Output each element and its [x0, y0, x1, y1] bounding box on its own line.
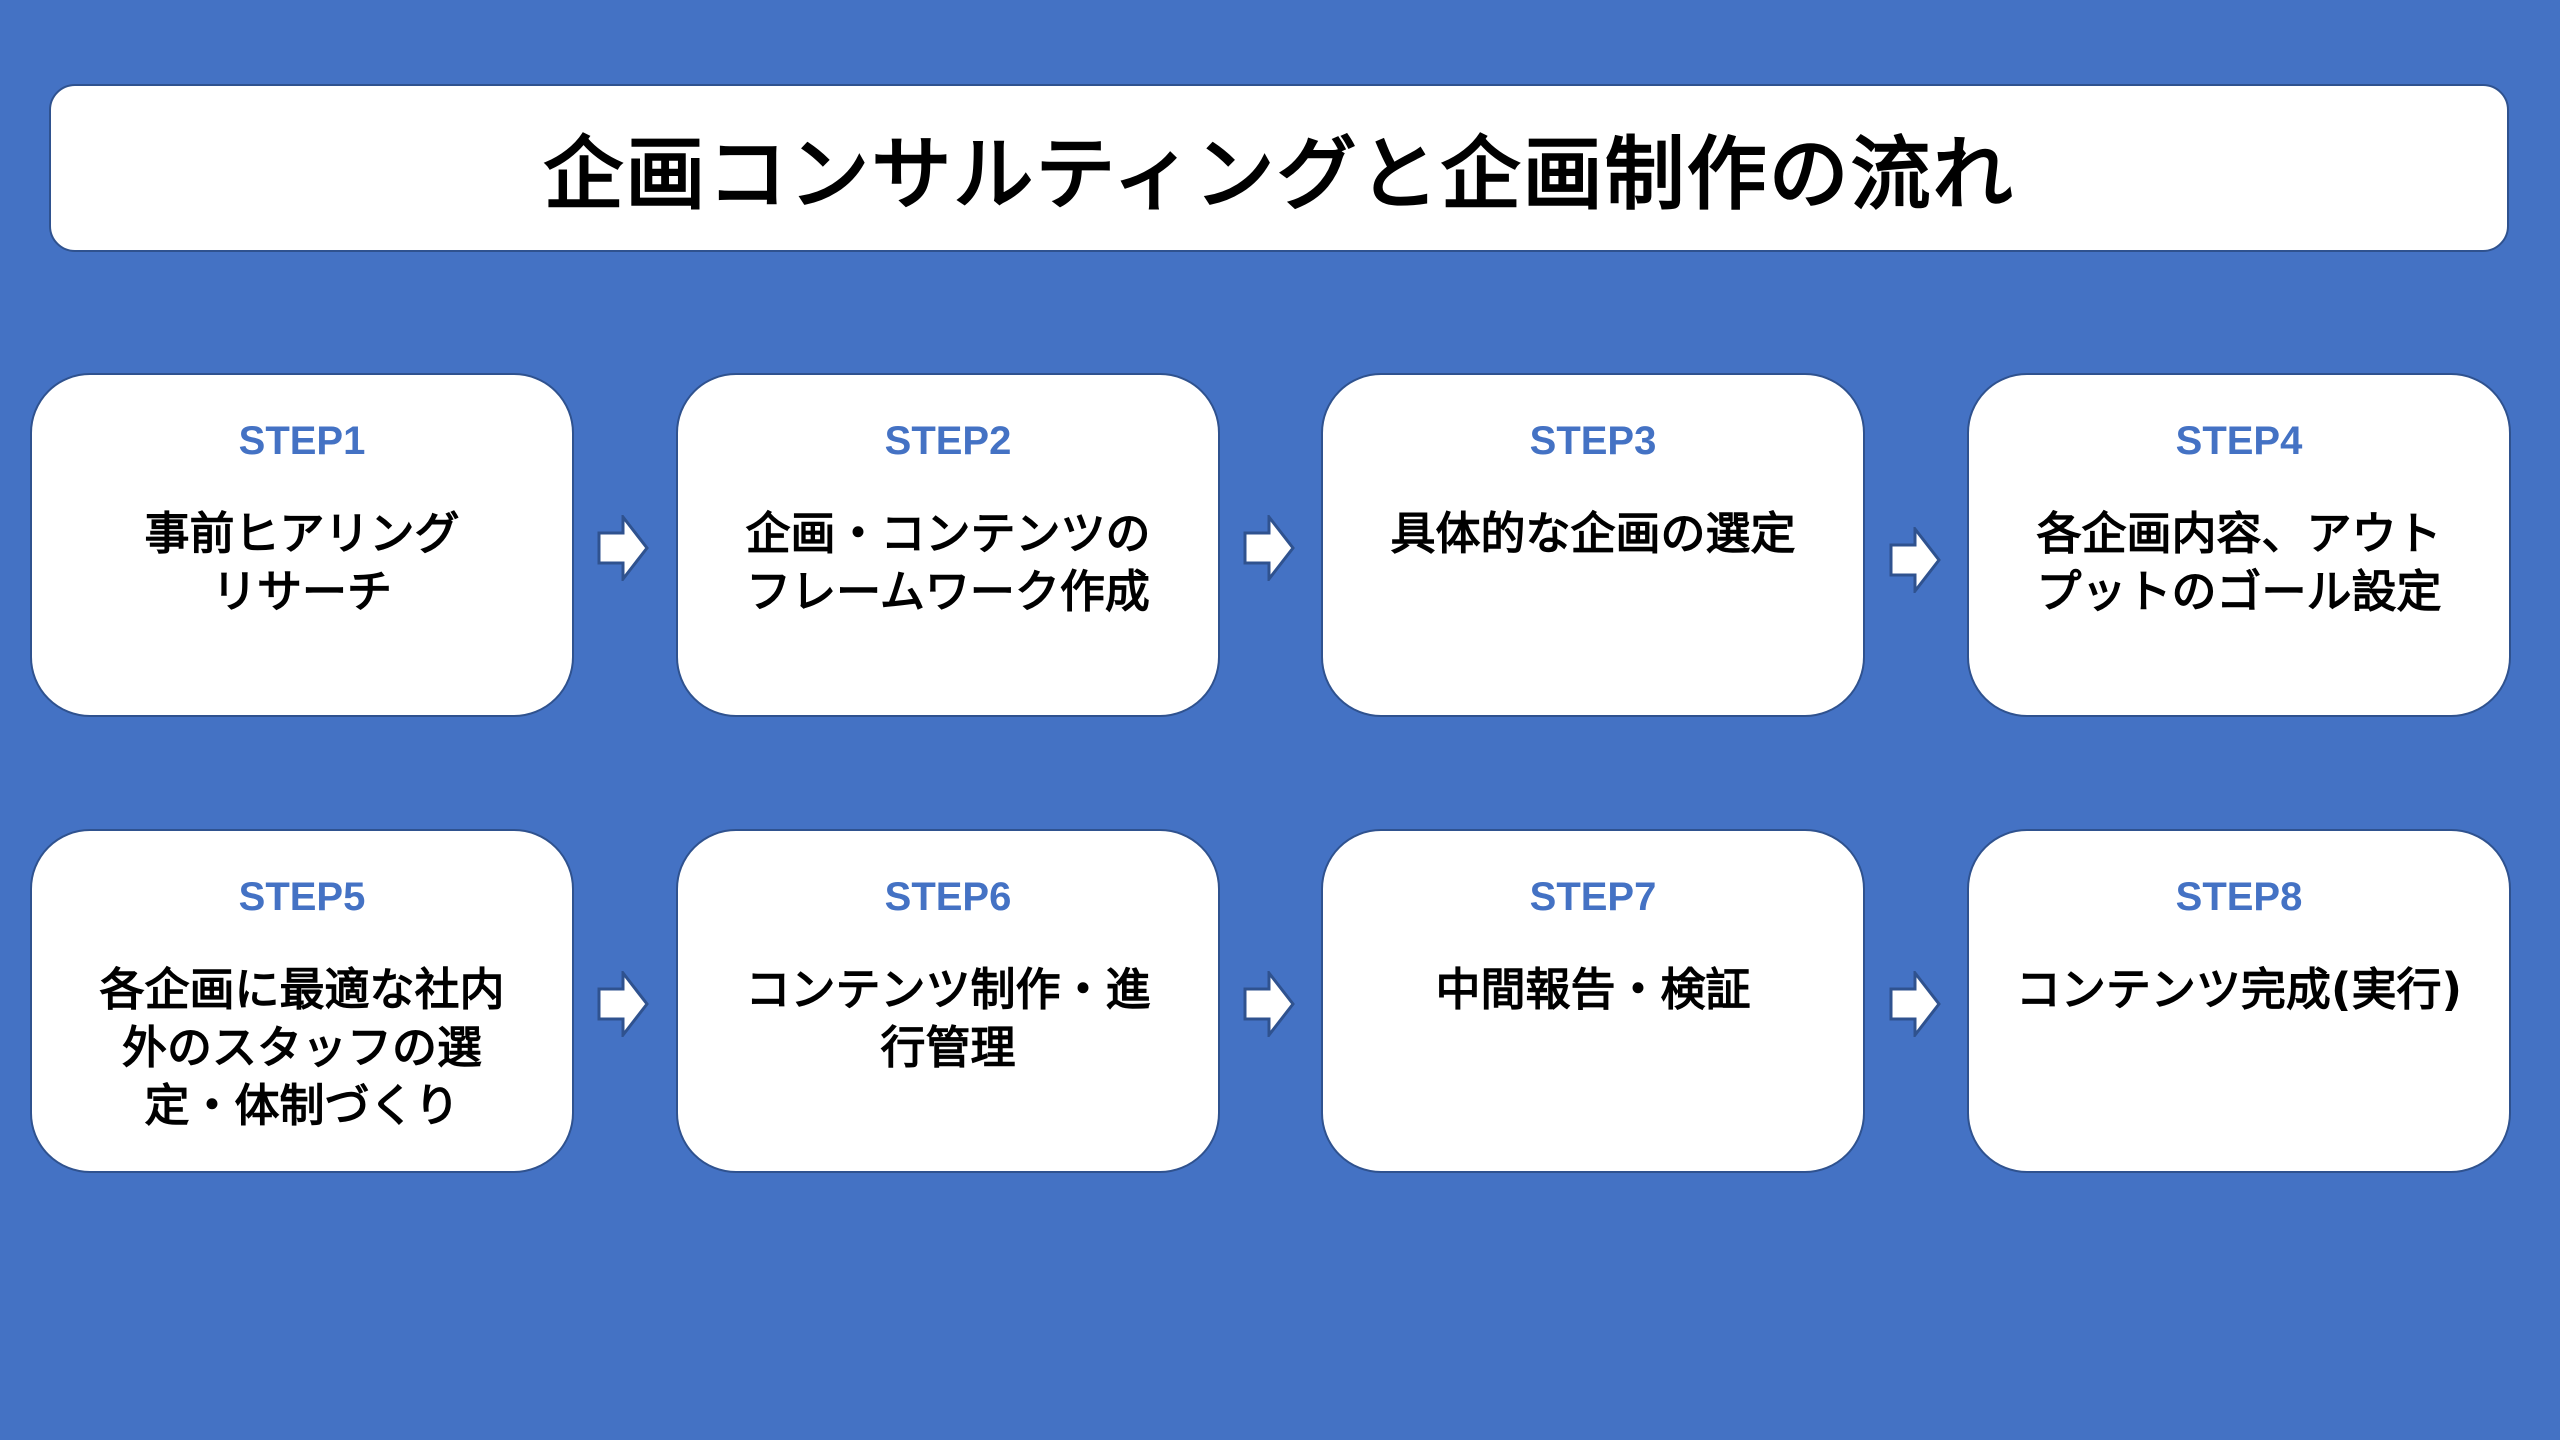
step-card-3: STEP3 具体的な企画の選定	[1321, 373, 1865, 717]
step-label: STEP6	[884, 875, 1012, 919]
step-card-8: STEP8 コンテンツ完成(実行)	[1967, 829, 2511, 1173]
step-card-7: STEP7 中間報告・検証	[1321, 829, 1865, 1173]
right-arrow-icon	[597, 971, 649, 1037]
step-label: STEP8	[2175, 875, 2303, 919]
step-card-6: STEP6 コンテンツ制作・進 行管理	[676, 829, 1220, 1173]
right-arrow-icon	[597, 515, 649, 581]
step-description: 各企画内容、アウト プットのゴール設定	[2036, 507, 2442, 618]
step-label: STEP3	[1529, 419, 1657, 463]
step-description: 事前ヒアリング リサーチ	[144, 507, 460, 618]
step-label: STEP4	[2175, 419, 2303, 463]
step-description: 企画・コンテンツの フレームワーク作成	[745, 507, 1151, 618]
right-arrow-icon	[1889, 971, 1941, 1037]
step-description: 中間報告・検証	[1435, 963, 1751, 1016]
step-description: 具体的な企画の選定	[1390, 507, 1796, 560]
step-description: コンテンツ完成(実行)	[2015, 963, 2463, 1016]
step-card-5: STEP5 各企画に最適な社内 外のスタッフの選 定・体制づくり	[30, 829, 574, 1173]
step-label: STEP1	[238, 419, 366, 463]
step-label: STEP7	[1529, 875, 1657, 919]
step-card-4: STEP4 各企画内容、アウト プットのゴール設定	[1967, 373, 2511, 717]
step-label: STEP5	[238, 875, 366, 919]
title-box: 企画コンサルティングと企画制作の流れ	[49, 84, 2509, 252]
page-title: 企画コンサルティングと企画制作の流れ	[543, 128, 2015, 221]
right-arrow-icon	[1243, 515, 1295, 581]
step-label: STEP2	[884, 419, 1012, 463]
step-description: 各企画に最適な社内 外のスタッフの選 定・体制づくり	[99, 963, 505, 1132]
step-card-2: STEP2 企画・コンテンツの フレームワーク作成	[676, 373, 1220, 717]
step-description: コンテンツ制作・進 行管理	[745, 963, 1151, 1074]
right-arrow-icon	[1243, 971, 1295, 1037]
step-card-1: STEP1 事前ヒアリング リサーチ	[30, 373, 574, 717]
right-arrow-icon	[1889, 527, 1941, 593]
